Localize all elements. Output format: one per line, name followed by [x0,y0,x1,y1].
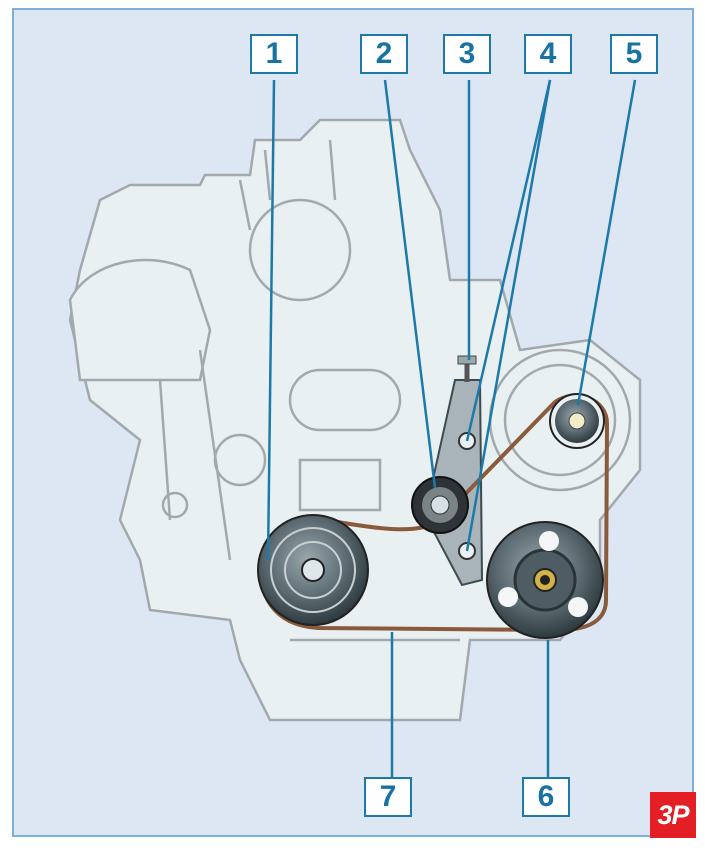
tensioner-roller [411,476,469,534]
callout-5: 5 [610,34,658,74]
callout-2: 2 [360,34,408,74]
bolt-head [457,355,477,365]
callout-6: 6 [522,777,570,817]
callout-1: 1 [250,34,298,74]
leader-4a [465,79,552,442]
leader-lines [266,79,637,778]
leader-1 [266,79,276,561]
leader-2 [383,79,437,489]
crankshaft-pulley [257,514,369,626]
callout-7: 7 [364,777,412,817]
leader-5 [576,79,637,406]
alternator-pulley [549,393,605,449]
callout-3: 3 [443,34,491,74]
callout-4: 4 [524,34,572,74]
leader-4b [465,79,552,552]
publisher-logo: 3P [650,792,696,838]
power-steering-pump-pulley [486,521,604,639]
